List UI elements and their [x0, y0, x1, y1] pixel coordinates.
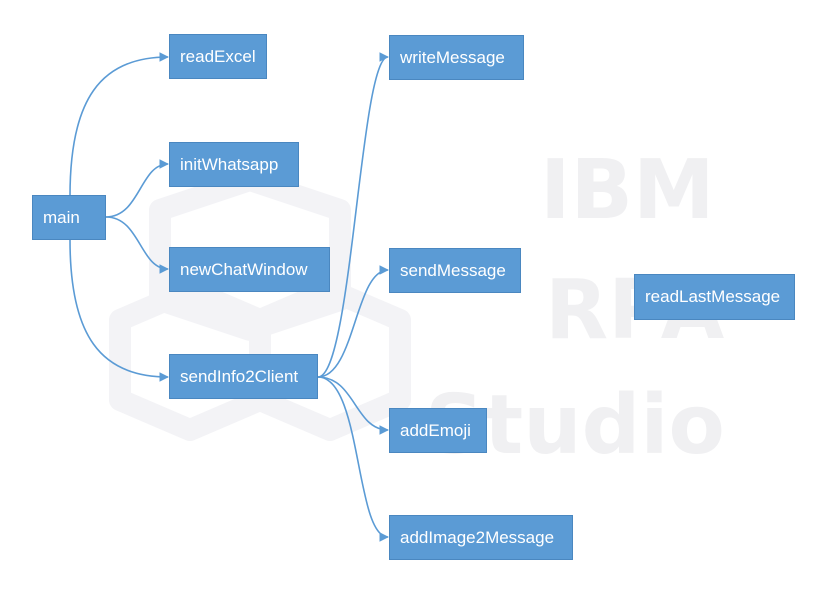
- edge-main-newChatWindow: [105, 216, 169, 274]
- edge-main-sendInfo2Client: [69, 239, 169, 382]
- node-sendInfo2Client[interactable]: sendInfo2Client: [169, 354, 318, 399]
- node-main-label: main: [43, 207, 80, 227]
- node-sendMessage[interactable]: sendMessage: [389, 248, 521, 293]
- node-addImage2Message[interactable]: addImage2Message: [389, 515, 573, 560]
- node-readLastMessage-label: readLastMessage: [645, 287, 781, 306]
- edge-sendInfo2Client-writeMessage: [317, 52, 389, 378]
- node-readExcel-label: readExcel: [180, 46, 256, 66]
- edge-sendInfo2Client-addEmoji: [317, 376, 389, 435]
- edge-main-readExcel: [69, 52, 169, 197]
- node-writeMessage-label: writeMessage: [400, 47, 505, 67]
- node-newChatWindow-label: newChatWindow: [180, 259, 308, 279]
- watermark-text-ibm: IBM: [540, 143, 715, 238]
- node-newChatWindow[interactable]: newChatWindow: [169, 247, 330, 292]
- node-addImage2Message-label: addImage2Message: [400, 527, 555, 547]
- node-initWhatsapp[interactable]: initWhatsapp: [169, 142, 299, 187]
- node-readExcel[interactable]: readExcel: [169, 34, 267, 79]
- node-writeMessage[interactable]: writeMessage: [389, 35, 524, 80]
- edge-sendInfo2Client-sendMessage: [317, 265, 389, 378]
- node-sendInfo2Client-label: sendInfo2Client: [180, 366, 299, 386]
- edge-main-initWhatsapp: [105, 159, 169, 218]
- node-sendMessage-label: sendMessage: [400, 260, 506, 280]
- node-initWhatsapp-label: initWhatsapp: [180, 154, 279, 174]
- node-readLastMessage[interactable]: readLastMessage: [634, 274, 795, 320]
- node-addEmoji-label: addEmoji: [400, 420, 471, 440]
- edge-sendInfo2Client-addImage2Message: [317, 376, 389, 542]
- node-main[interactable]: main: [32, 195, 106, 240]
- node-addEmoji[interactable]: addEmoji: [389, 408, 487, 453]
